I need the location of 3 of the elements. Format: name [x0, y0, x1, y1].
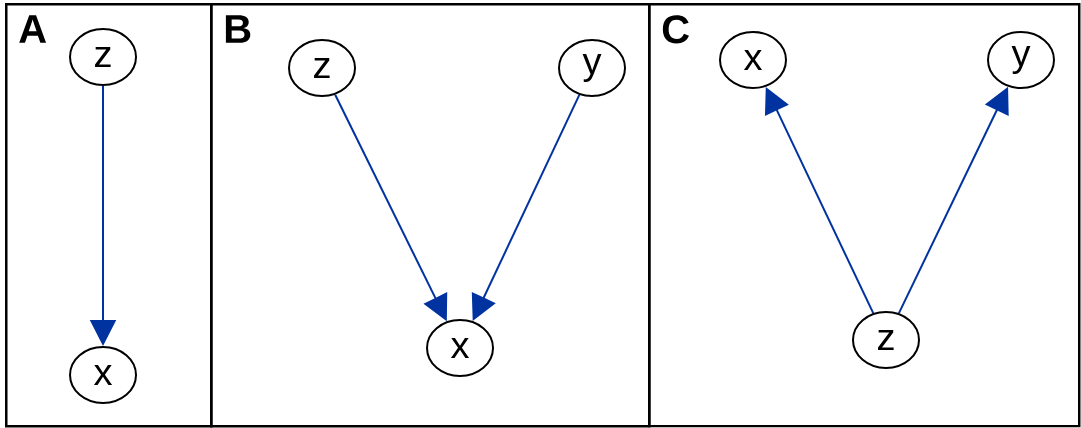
panel-letter: A [19, 15, 47, 43]
panel-letter: B [225, 15, 251, 43]
panel-letter: C [662, 15, 689, 44]
